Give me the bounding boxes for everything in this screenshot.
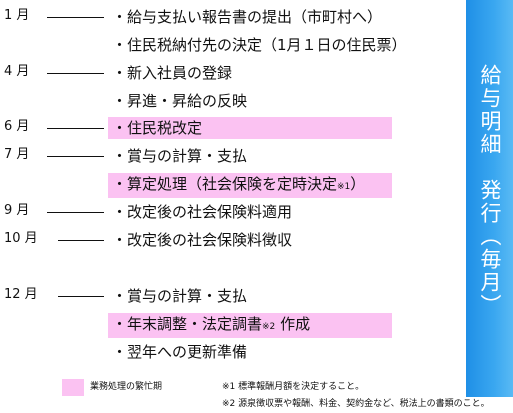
sidebar-title: 給与明細 発行（毎月） bbox=[478, 64, 502, 317]
task-item-text: ・算定処理（社会保険を定時決定 bbox=[112, 175, 338, 193]
legend-label: 業務処理の繁忙期 bbox=[90, 382, 163, 392]
task-item: ・改定後の社会保険料徴収 bbox=[112, 231, 293, 249]
month-label-oct: 10 月 bbox=[4, 231, 38, 246]
footnote-marker: ※2 bbox=[262, 322, 276, 332]
task-item: ・住民税納付先の決定（1月１日の住民票） bbox=[112, 36, 407, 54]
task-item-busy: ・算定処理（社会保険を定時決定※1） bbox=[108, 173, 392, 198]
footnote-1: ※1 標準報酬月額を決定すること。 bbox=[222, 382, 365, 392]
payslip-sidebar: 給与明細 発行（毎月） bbox=[466, 0, 513, 397]
footnote-marker: ※1 bbox=[337, 182, 351, 192]
task-item: ・昇進・昇給の反映 bbox=[112, 92, 248, 110]
connector-line-oct bbox=[58, 240, 104, 241]
legend-swatch bbox=[62, 379, 84, 396]
month-label-jan: 1 月 bbox=[4, 8, 30, 23]
task-item-text-after: 作成 bbox=[275, 315, 311, 333]
connector-line-jul bbox=[47, 156, 104, 157]
connector-line-jan bbox=[47, 17, 104, 18]
task-item: ・翌年への更新準備 bbox=[112, 343, 248, 361]
month-label-apr: 4 月 bbox=[4, 64, 30, 79]
task-item-busy: ・年末調整・法定調書※2 作成 bbox=[108, 313, 392, 338]
task-item-text-after: ） bbox=[350, 175, 366, 193]
task-item: ・給与支払い報告書の提出（市町村へ） bbox=[112, 8, 383, 26]
month-label-jun: 6 月 bbox=[4, 119, 30, 134]
month-label-jul: 7 月 bbox=[4, 147, 30, 162]
task-item: ・賞与の計算・支払 bbox=[112, 147, 248, 165]
task-item: ・新入社員の登録 bbox=[112, 64, 233, 82]
task-item-text: ・年末調整・法定調書 bbox=[112, 315, 263, 333]
connector-line-dec bbox=[58, 296, 104, 297]
task-item: ・改定後の社会保険料適用 bbox=[112, 203, 293, 221]
month-label-dec: 12 月 bbox=[4, 287, 38, 302]
month-label-sep: 9 月 bbox=[4, 203, 30, 218]
connector-line-apr bbox=[47, 73, 104, 74]
footnote-2: ※2 源泉徴収票や報酬、料金、契約金など、税法上の書類のこと。 bbox=[222, 399, 490, 409]
task-item-busy: ・住民税改定 bbox=[108, 117, 392, 139]
task-item: ・賞与の計算・支払 bbox=[112, 287, 248, 305]
connector-line-jun bbox=[47, 128, 104, 129]
connector-line-sep bbox=[47, 212, 104, 213]
